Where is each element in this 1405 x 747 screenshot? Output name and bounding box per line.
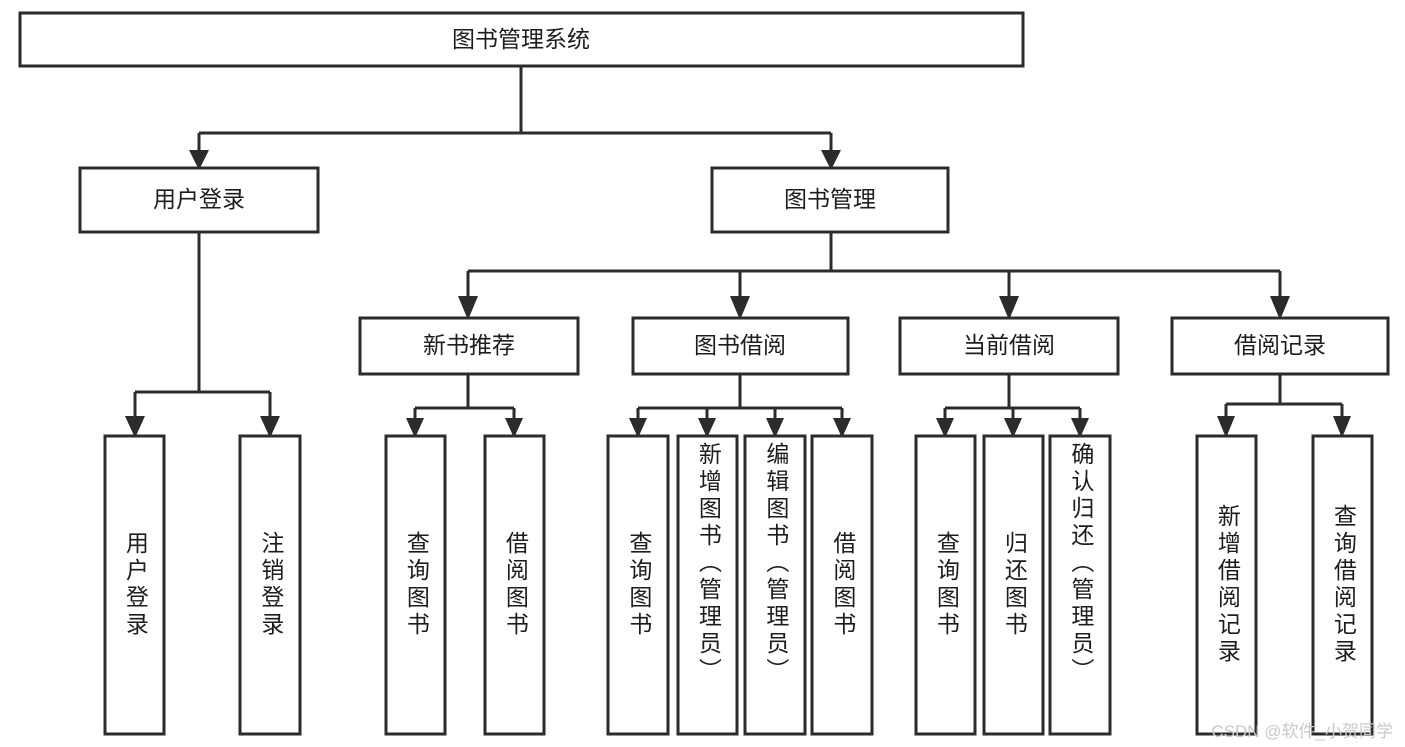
arrow-head-leaf-query-book-current [936, 418, 954, 438]
connector-group-book-management-to-level3 [458, 232, 1290, 320]
node-leaf-borrow-book-rec-box[interactable] [483, 434, 546, 736]
node-leaf-query-borrow-record-box[interactable] [1311, 434, 1374, 736]
node-leaf-add-book-admin-box[interactable] [676, 434, 739, 736]
node-leaf-query-book-borrow-box[interactable] [606, 434, 670, 736]
node-leaf-return-book-box[interactable] [982, 434, 1045, 736]
node-book-borrow-box[interactable] [631, 316, 850, 376]
node-root[interactable]: 图书管理系统 [18, 11, 1025, 68]
connector-group-user-login-to-leaves [125, 232, 280, 438]
node-leaf-query-book-rec-box[interactable] [384, 434, 447, 736]
node-leaf-logout-box[interactable] [238, 434, 302, 736]
node-current-borrow-box[interactable] [898, 316, 1120, 376]
arrow-head-new-book-recommend [458, 296, 478, 320]
arrow-head-leaf-add-book-admin [698, 418, 716, 438]
connector-group-current-borrow-to-leaves [936, 374, 1089, 438]
node-new-book-recommend-box[interactable] [358, 316, 580, 376]
connector-group-new-book-recommend-to-leaves [406, 374, 523, 438]
arrow-head-current-borrow [999, 296, 1019, 320]
arrow-head-leaf-query-book-borrow [629, 418, 647, 438]
arrow-head-leaf-query-book-rec [406, 418, 424, 438]
node-root-label: 图书管理系统 [452, 26, 590, 52]
connector-group-root-to-level2 [189, 66, 841, 170]
node-leaf-user-login-box[interactable] [103, 434, 166, 736]
node-book-borrow-label: 图书借阅 [694, 332, 786, 358]
node-borrow-record[interactable]: 借阅记录 [1170, 316, 1390, 376]
node-new-book-recommend-label: 新书推荐 [423, 332, 515, 358]
node-leaf-edit-book-admin-box[interactable] [743, 434, 807, 736]
connector-group-borrow-record-to-leaves [1217, 374, 1351, 438]
node-user-login[interactable]: 用户登录 [78, 166, 320, 234]
node-leaf-add-borrow-record-box[interactable] [1195, 434, 1258, 736]
arrow-head-leaf-edit-book-admin [766, 418, 784, 438]
csdn-watermark: CSDN @软件_小贺同学 [1211, 722, 1393, 741]
node-leaf-confirm-return-admin-box[interactable] [1048, 434, 1112, 736]
node-book-borrow[interactable]: 图书借阅 [631, 316, 850, 376]
arrow-head-leaf-borrow-book-rec [505, 418, 523, 438]
node-user-login-label: 用户登录 [153, 186, 245, 212]
node-user-login-box[interactable] [78, 166, 320, 234]
arrow-head-book-borrow [730, 296, 750, 320]
arrow-head-leaf-return-book [1004, 418, 1022, 438]
arrow-head-leaf-query-borrow-record [1333, 416, 1351, 438]
node-book-management[interactable]: 图书管理 [710, 166, 950, 234]
node-current-borrow[interactable]: 当前借阅 [898, 316, 1120, 376]
node-new-book-recommend[interactable]: 新书推荐 [358, 316, 580, 376]
node-current-borrow-label: 当前借阅 [963, 332, 1055, 358]
arrow-head-leaf-logout [260, 416, 280, 438]
arrow-head-user-login [189, 150, 209, 170]
node-borrow-record-box[interactable] [1170, 316, 1390, 376]
node-book-management-box[interactable] [710, 166, 950, 234]
arrow-head-book-management [821, 150, 841, 170]
arrow-head-leaf-borrow-book [833, 418, 851, 438]
node-leaf-borrow-book-box[interactable] [810, 434, 874, 736]
arrow-head-leaf-add-borrow-record [1217, 416, 1235, 438]
arrow-head-borrow-record [1270, 296, 1290, 320]
arrow-head-leaf-confirm-return-admin [1071, 418, 1089, 438]
node-leaf-query-book-current-box[interactable] [914, 434, 977, 736]
node-root-box[interactable] [18, 11, 1025, 68]
connector-group-book-borrow-to-leaves [629, 374, 851, 438]
node-book-management-label: 图书管理 [784, 186, 876, 212]
node-borrow-record-label: 借阅记录 [1234, 332, 1326, 358]
arrow-head-leaf-user-login [125, 416, 145, 438]
